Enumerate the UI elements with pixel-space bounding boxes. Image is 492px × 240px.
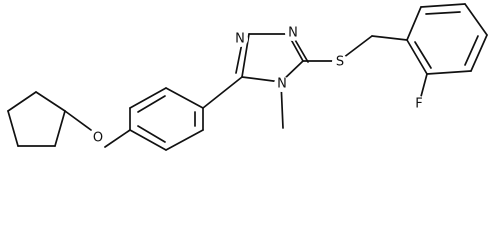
fluorophenyl-bond [464,3,488,36]
fluorophenyl-bond [406,6,422,41]
cyclopentyl-bond [35,91,66,112]
nitrogen-label-background [274,76,290,92]
o-c-bond [104,129,131,148]
phenylene-ring [129,87,204,151]
phenyl-bond [129,87,167,109]
fluorophenyl-bond [426,70,472,75]
nitrogen-label-background [232,31,248,47]
fluorophenyl-double-bond [414,41,432,69]
nitrogen-atom-label-lower: N [277,77,287,92]
nitrogen-atom-label-upper-right: N [288,26,298,41]
sulfur-label-background [332,54,348,70]
ch2-aryl-bond [371,35,408,41]
triazole-double-bond [293,37,309,63]
c-o-bond [64,110,92,131]
aryl-triazole-bond [202,76,243,109]
phenyl-double-bond [137,125,166,143]
cyclopentyl-bond [7,91,37,112]
ether-linkage [64,110,131,148]
structural-formula: O N N N S F [7,3,488,151]
phenyl-bond [165,129,204,151]
thioether-linkage [302,35,408,62]
triazole-bond [241,76,282,83]
nitrogen-atom-label-upper-left: N [235,32,245,47]
cyclopentyl-bond [7,110,19,147]
nitrogen-label-background [285,25,301,41]
fluorophenyl-bond [470,34,488,72]
phenyl-bond [129,129,167,151]
triazole-bond [241,33,250,78]
fluorine-atom-label: F [415,97,422,112]
fluorine-label-background [411,96,427,112]
sulfur-atom-label: S [336,55,344,70]
fluorophenyl-double-bond [425,11,461,15]
phenyl-bond [165,87,204,109]
fluorophenyl-bond [406,39,428,75]
cyclopentyl-bond [54,110,66,147]
oxygen-label-background [90,130,106,146]
cyclopentyl-ring [7,91,66,147]
fluorophenyl-ring [406,3,488,75]
fluorophenyl-double-bond [464,35,479,66]
fluorophenyl-bond [420,3,466,8]
phenyl-double-bond [137,95,166,113]
molecule-canvas: O N N N S F [7,3,488,151]
oxygen-atom-label: O [93,131,103,146]
